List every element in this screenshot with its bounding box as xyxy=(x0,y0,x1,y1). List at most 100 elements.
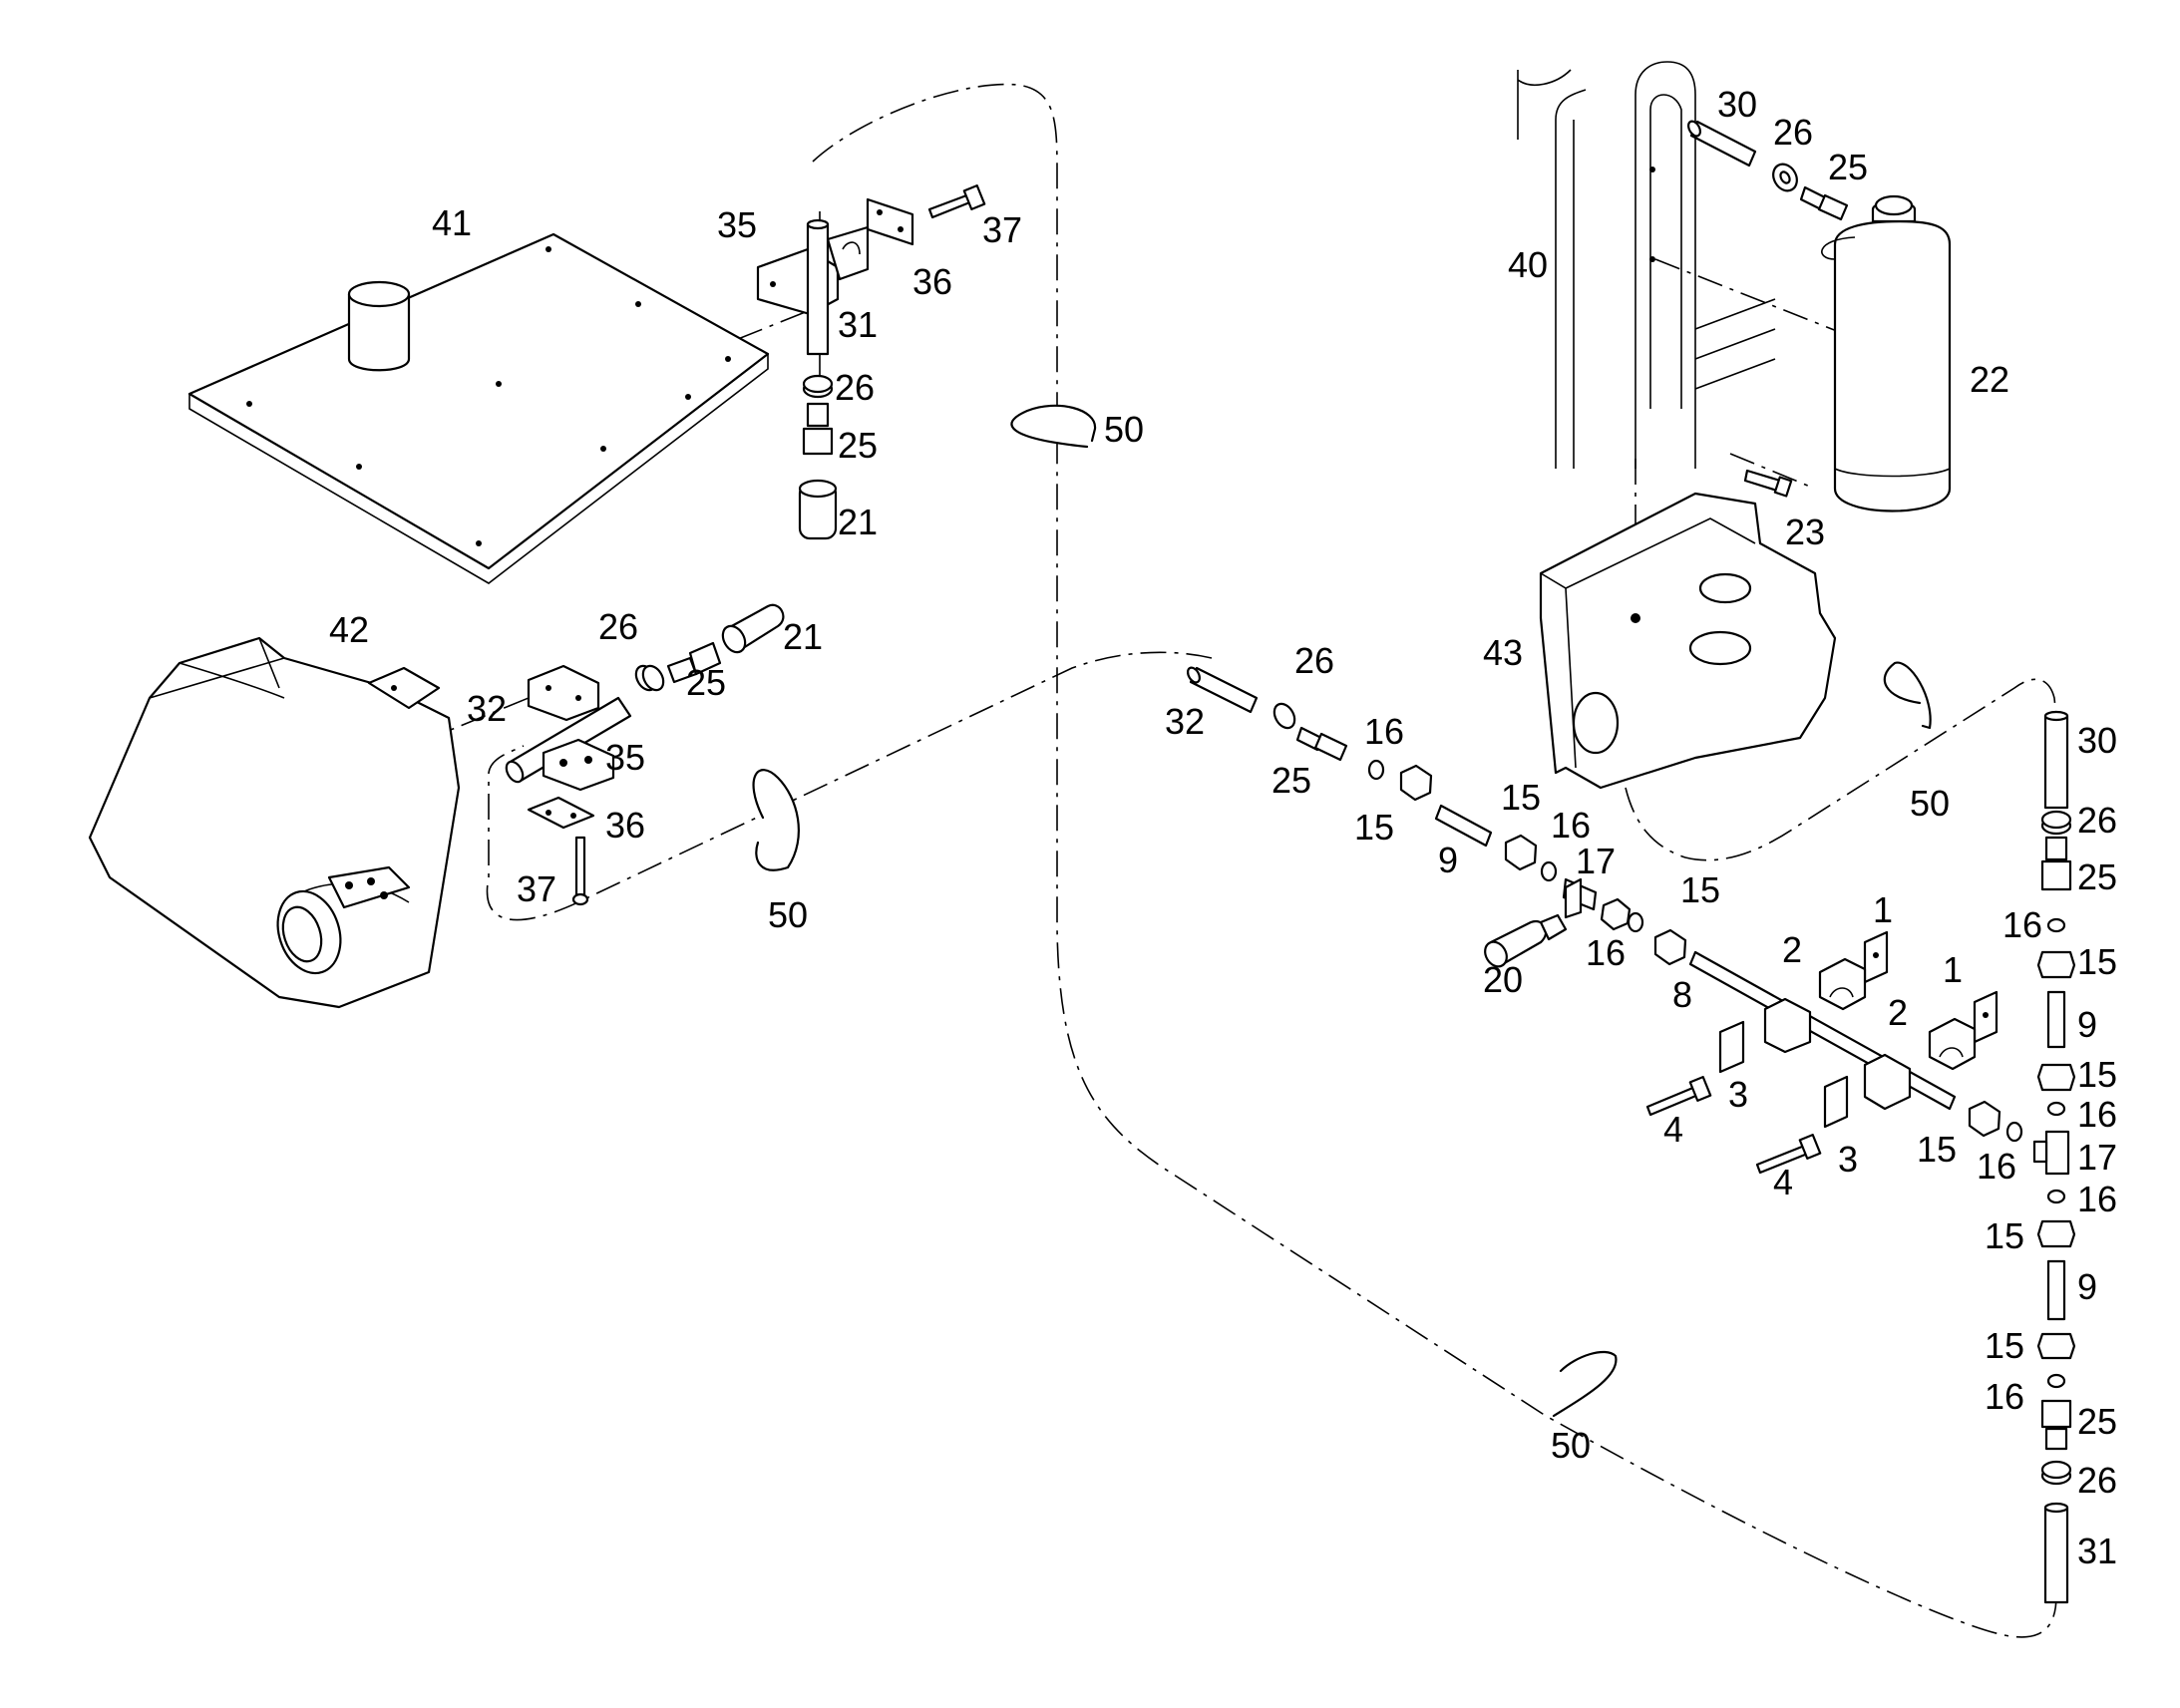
callout-50: 50 xyxy=(1104,409,1144,450)
route-upper-right-1 xyxy=(1654,258,1896,355)
ring-16-f xyxy=(2046,1101,2066,1117)
nut-15-d xyxy=(1653,928,1687,966)
nut-15-i xyxy=(2036,1332,2076,1360)
ring-16-d xyxy=(2005,1121,2023,1143)
fitting-20 xyxy=(1484,913,1568,968)
callout-8: 8 xyxy=(1672,974,1692,1015)
route-mid-loop xyxy=(486,651,1213,921)
callout-30: 30 xyxy=(2077,720,2117,761)
callout-36: 36 xyxy=(912,261,952,302)
callout-15: 15 xyxy=(2077,1054,2117,1095)
callout-4: 4 xyxy=(1773,1162,1793,1202)
plate-36-mid xyxy=(527,796,595,830)
nut-15-f xyxy=(2036,950,2076,979)
snap-ring-50-a xyxy=(1010,404,1097,449)
callout-40: 40 xyxy=(1508,244,1548,285)
nut-15-g xyxy=(2036,1063,2076,1092)
ring-16-e xyxy=(2046,917,2066,933)
bracket-35-mid xyxy=(527,664,600,722)
callout-25: 25 xyxy=(1828,147,1868,187)
pipe-9-mid xyxy=(1434,804,1493,848)
washer-26-top-left xyxy=(802,374,834,399)
callout-50: 50 xyxy=(768,894,808,935)
fitting-25-right xyxy=(1295,726,1348,762)
callout-3: 3 xyxy=(1838,1139,1858,1180)
callout-labels: 30 26 25 40 22 23 43 41 35 37 36 31 26 2… xyxy=(329,84,2117,1571)
block-43 xyxy=(1539,492,1837,790)
snap-ring-50-b xyxy=(752,769,800,871)
callout-16: 16 xyxy=(1551,805,1591,846)
callout-42: 42 xyxy=(329,609,369,650)
callout-17: 17 xyxy=(2077,1137,2117,1178)
pipe-9-right-a xyxy=(2046,990,2066,1049)
callout-43: 43 xyxy=(1483,632,1523,673)
callout-16: 16 xyxy=(2002,904,2042,945)
fitting-25-right-top xyxy=(2040,836,2072,891)
callout-9: 9 xyxy=(2077,1266,2097,1307)
callout-50: 50 xyxy=(1910,783,1950,824)
callout-31: 31 xyxy=(2077,1531,2117,1571)
washer-26-mid xyxy=(634,664,665,692)
callout-1: 1 xyxy=(1943,949,1963,990)
pipe-32-mid xyxy=(505,696,632,784)
tee-17-mid xyxy=(1562,877,1598,919)
nut-15-h xyxy=(2036,1219,2076,1248)
callout-26: 26 xyxy=(598,606,638,647)
callout-3: 3 xyxy=(1728,1074,1748,1115)
callout-15: 15 xyxy=(1680,869,1720,910)
plate-3-b xyxy=(1823,1075,1849,1129)
callout-32: 32 xyxy=(1165,701,1205,742)
block-42 xyxy=(88,636,461,1009)
callout-35: 35 xyxy=(717,204,757,245)
callout-26: 26 xyxy=(2077,1460,2117,1501)
washer-26-right xyxy=(1272,702,1296,730)
ring-16-g xyxy=(2046,1189,2066,1204)
callout-25: 25 xyxy=(838,425,878,466)
callout-21: 21 xyxy=(783,616,823,657)
route-upper-right-2 xyxy=(1729,453,1816,490)
clamp-lower-a xyxy=(1763,997,1812,1054)
fitting-25-mid xyxy=(666,641,722,684)
nut-15-c xyxy=(1600,897,1632,931)
callout-15: 15 xyxy=(1501,777,1541,818)
callout-20: 20 xyxy=(1483,959,1523,1000)
fitting-21-top xyxy=(798,479,838,540)
ring-16-h xyxy=(2046,1373,2066,1389)
callout-37: 37 xyxy=(982,209,1022,250)
pipe-31-right xyxy=(2043,1502,2069,1604)
bolt-37-top xyxy=(927,184,986,219)
callout-16: 16 xyxy=(2077,1094,2117,1135)
callout-41: 41 xyxy=(432,202,472,243)
plate-1-a xyxy=(1863,930,1889,984)
callout-35: 35 xyxy=(605,737,645,778)
callout-21: 21 xyxy=(838,502,878,542)
snap-ring-50-c xyxy=(1883,661,1932,730)
callout-16: 16 xyxy=(1364,711,1404,752)
callout-16: 16 xyxy=(1586,932,1626,973)
pipe-32-right xyxy=(1187,666,1259,714)
callout-9: 9 xyxy=(1438,840,1458,880)
callout-15: 15 xyxy=(1985,1215,2024,1256)
nut-15-a xyxy=(1399,764,1433,802)
callout-16: 16 xyxy=(1985,1376,2024,1417)
callout-37: 37 xyxy=(517,868,556,909)
callout-26: 26 xyxy=(1294,640,1334,681)
pipe-9-right-b xyxy=(2046,1259,2066,1321)
clamp-35-back xyxy=(826,225,870,281)
bracket-35-low xyxy=(542,738,615,792)
bolt-4-b xyxy=(1755,1134,1822,1175)
snap-ring-50-d xyxy=(1552,1351,1618,1418)
fitting-25-top-left xyxy=(802,402,834,456)
clamp-2-a xyxy=(1818,957,1867,1011)
callout-2: 2 xyxy=(1888,992,1908,1033)
callout-22: 22 xyxy=(1970,359,2009,400)
callout-9: 9 xyxy=(2077,1004,2097,1045)
clamp-lower-b xyxy=(1863,1053,1912,1111)
callout-15: 15 xyxy=(2077,941,2117,982)
callout-26: 26 xyxy=(1773,112,1813,153)
route-left-loop xyxy=(812,83,2057,1638)
nut-15-b xyxy=(1504,834,1538,871)
callout-16: 16 xyxy=(2077,1179,2117,1219)
washer-26-right-top xyxy=(2040,810,2072,836)
